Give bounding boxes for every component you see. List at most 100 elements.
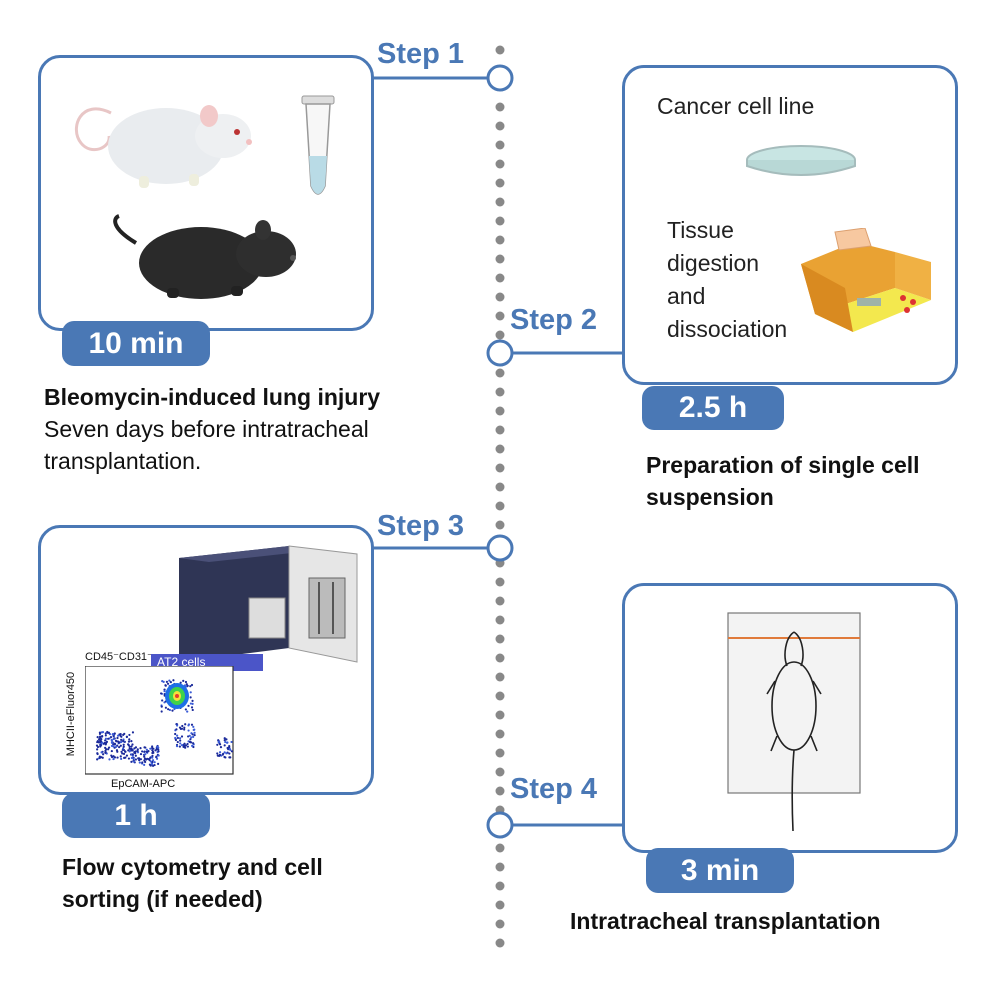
timeline-dot <box>495 406 505 416</box>
timeline-dot <box>495 387 505 397</box>
scatter-event <box>181 724 184 728</box>
scatter-event <box>180 744 184 747</box>
scatter-event <box>113 732 116 735</box>
scatter-event <box>130 745 133 748</box>
scatter-event <box>110 741 114 744</box>
scatter-event <box>102 753 105 756</box>
scatter-event <box>226 746 229 750</box>
scatter-event <box>104 737 108 740</box>
scatter-event <box>189 696 192 699</box>
scatter-event <box>216 752 219 755</box>
timeline-dot <box>495 45 505 55</box>
scatter-event <box>179 742 182 745</box>
scatter-event <box>183 726 186 729</box>
timeline-dot <box>495 368 505 378</box>
timeline-dot <box>495 843 505 853</box>
scatter-event <box>150 763 154 766</box>
scatter-event <box>159 692 163 695</box>
scatter-event <box>157 750 160 753</box>
scatter-event <box>178 737 182 740</box>
scatter-event <box>143 759 146 762</box>
timeline-dot <box>495 596 505 606</box>
scatter-event <box>174 738 178 742</box>
scatter-event <box>131 743 134 746</box>
scatter-event <box>133 750 137 754</box>
scatter-event <box>176 736 180 740</box>
tissue-dissociation-label: Tissue digestion and dissociation <box>667 214 787 346</box>
scatter-event <box>120 738 123 741</box>
scatter-event <box>153 761 156 764</box>
scatter-event <box>136 749 139 753</box>
scatter-event <box>189 691 192 694</box>
timeline-dot <box>495 577 505 587</box>
gate-header-label: CD45⁻CD31⁻ <box>85 651 153 663</box>
timeline-dot <box>495 140 505 150</box>
scatter-event <box>188 734 191 737</box>
scatter-event <box>190 706 194 709</box>
scatter-event <box>120 757 123 761</box>
label-line: and <box>667 283 706 309</box>
scatter-event <box>128 745 131 748</box>
scatter-event <box>105 740 109 743</box>
timeline-dot <box>495 425 505 435</box>
scatter-event <box>218 740 221 743</box>
scatter-event <box>192 725 195 728</box>
scatter-event <box>191 702 194 705</box>
scatter-event <box>111 733 114 736</box>
scatter-event <box>189 738 192 741</box>
scatter-event <box>108 758 111 761</box>
scatter-event <box>103 741 107 745</box>
scatter-event <box>175 728 178 731</box>
step-1-label: Step 1 <box>377 38 465 70</box>
timeline-dot <box>495 615 505 625</box>
scatter-event <box>134 754 137 757</box>
step-2-duration-badge: 2.5 h <box>642 386 784 430</box>
scatter-event <box>190 723 194 726</box>
scatter-event <box>143 746 146 749</box>
timeline-dot <box>495 121 505 131</box>
scatter-event <box>183 742 186 745</box>
scatter-event <box>125 735 128 739</box>
step-4-marker <box>486 811 514 839</box>
step-1-title: Bleomycin-induced lung injury <box>44 384 381 410</box>
scatter-event <box>186 710 189 713</box>
scatter-event <box>149 747 152 750</box>
scatter-event <box>118 746 121 749</box>
scatter-event <box>121 739 125 743</box>
scatter-event <box>130 749 133 752</box>
scatter-event <box>162 680 165 683</box>
scatter-event <box>157 762 160 765</box>
timeline-dot <box>495 254 505 264</box>
mouse-outline-icon <box>766 631 822 832</box>
scatter-event <box>99 740 103 743</box>
timeline-dot <box>495 634 505 644</box>
scatter-event <box>137 757 140 760</box>
scatter-event <box>100 737 103 741</box>
scatter-event <box>153 763 156 767</box>
timeline-dot <box>495 159 505 169</box>
scatter-event <box>218 743 222 746</box>
scatter-event <box>130 739 133 743</box>
step-1-duration-badge: 10 min <box>62 321 210 366</box>
timeline-dot <box>495 748 505 758</box>
scatter-event <box>168 708 171 712</box>
scatter-event <box>141 750 144 753</box>
scatter-event <box>224 740 227 744</box>
step-3-panel: CD45⁻CD31⁻ AT2 cells MHCII-eFluor450 EpC… <box>38 525 374 795</box>
scatter-event <box>223 744 226 747</box>
scatter-event <box>171 709 174 712</box>
scatter-event <box>130 756 133 760</box>
scatter-event <box>127 757 131 760</box>
black-mouse-icon <box>113 214 296 299</box>
scatter-event <box>96 736 99 739</box>
scatter-event <box>160 705 163 708</box>
scatter-event <box>104 746 107 749</box>
scatter-event <box>138 758 141 762</box>
scatter-event <box>192 728 195 732</box>
scatter-event <box>186 742 189 746</box>
scatter-event <box>216 754 219 757</box>
scatter-event <box>184 708 187 711</box>
timeline-dot <box>495 710 505 720</box>
step-4-duration-badge: 3 min <box>646 848 794 893</box>
scatter-event <box>186 745 189 748</box>
